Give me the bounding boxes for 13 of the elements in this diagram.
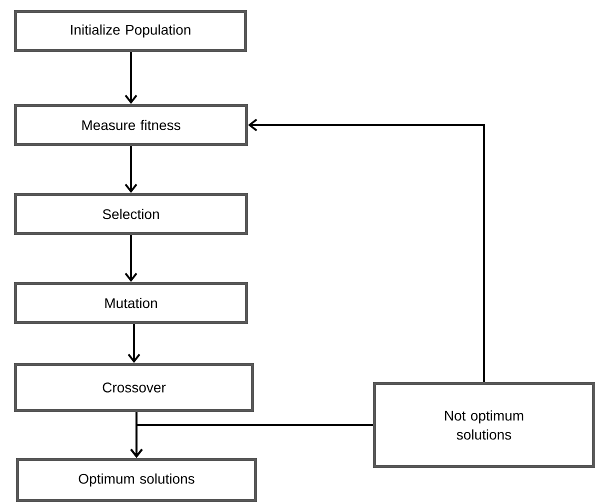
arrow	[124, 146, 138, 193]
arrow	[130, 424, 373, 458]
process-box: Optimum solutions	[16, 458, 257, 502]
arrow	[248, 118, 485, 382]
process-box: Initialize Population	[14, 10, 247, 52]
arrow	[124, 235, 138, 282]
process-box: Measure fitness	[14, 104, 248, 146]
arrow	[128, 324, 140, 363]
process-box: Selection	[14, 193, 248, 235]
process-box: Crossover	[14, 363, 254, 412]
arrow	[124, 52, 138, 104]
process-box: Not optimum solutions	[373, 382, 595, 468]
process-box: Mutation	[14, 282, 248, 324]
